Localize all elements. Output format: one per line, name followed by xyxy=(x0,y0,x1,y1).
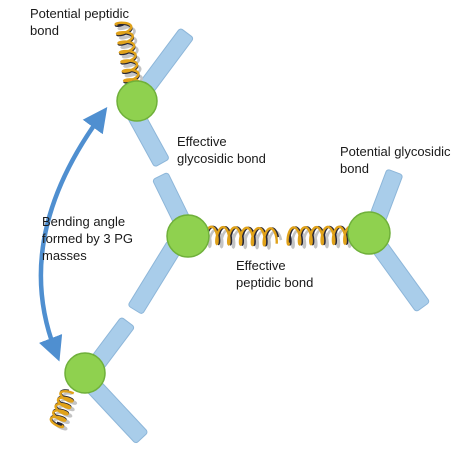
potential-peptidic-spring-bottom xyxy=(49,389,78,431)
label-line: masses xyxy=(42,248,87,263)
label-line: Potential peptidic xyxy=(30,6,130,21)
spring-coil-dark xyxy=(288,225,360,246)
label-line: Effective xyxy=(177,134,227,149)
spring-shadow xyxy=(207,228,283,250)
label-line: glycosidic bond xyxy=(177,151,266,166)
spring-shadow xyxy=(117,25,145,95)
label-line: bond xyxy=(30,23,59,38)
pg-mass-top xyxy=(116,80,158,122)
pg-mass-bottom xyxy=(64,352,106,394)
peptide-springs xyxy=(49,21,363,431)
label-effective-peptidic-bond: Effective peptidic bond xyxy=(236,257,313,291)
label-line: peptidic bond xyxy=(236,275,314,290)
spring-coil-gold xyxy=(49,390,75,429)
label-line: bond xyxy=(340,161,369,176)
pg-mass-center xyxy=(166,214,210,258)
spring-coil-gold xyxy=(203,225,278,247)
label-potential-glycosidic-bond: Potential glycosidic bond xyxy=(340,143,451,177)
label-line: formed by 3 PG xyxy=(42,231,134,246)
label-line: Bending angle xyxy=(42,214,126,229)
spring-coil-dark xyxy=(205,225,280,247)
label-line: Effective xyxy=(236,258,286,273)
spring-coil-gold xyxy=(286,225,359,247)
bending-angle-arrow xyxy=(38,106,108,362)
pg-mass-right xyxy=(347,211,391,255)
pg-masses xyxy=(64,80,391,394)
spring-coil-gold xyxy=(114,21,142,92)
label-bending-angle: Bending angle formed by 3 PG masses xyxy=(42,213,133,264)
label-potential-peptidic-bond: Potential peptidic bond xyxy=(30,5,129,39)
potential-peptidic-spring-top xyxy=(114,21,145,95)
effective-peptidic-spring-left xyxy=(203,225,283,250)
label-line: Potential glycosidic xyxy=(340,144,451,159)
label-effective-glycosidic-bond: Effective glycosidic bond xyxy=(177,133,266,167)
